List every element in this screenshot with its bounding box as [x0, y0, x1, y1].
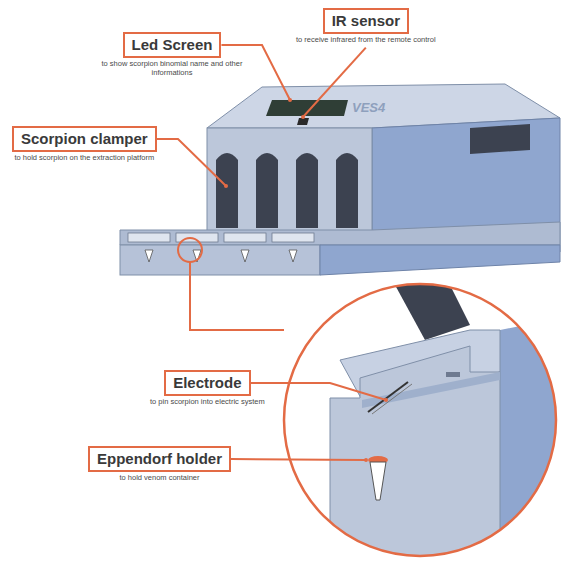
leader-line: [231, 459, 366, 460]
trays: [128, 233, 314, 242]
callout-title: Eppendorf holder: [88, 446, 231, 472]
callout-note: to pin scorpion into electric system: [148, 398, 267, 407]
tip: [145, 250, 153, 262]
leader-line: [251, 383, 387, 400]
housing-front: [207, 128, 372, 238]
callout-title: Led Screen: [123, 32, 222, 58]
leader-dot: [301, 115, 305, 119]
callout-box: Eppendorf holder to hold venom container: [88, 446, 231, 483]
platform-side: [320, 245, 560, 275]
clamper: [336, 153, 358, 228]
callout-title: Scorpion clamper: [12, 126, 157, 152]
callout-box: Led Screen to show scorpion binomial name…: [95, 32, 249, 77]
brand-label: VES4: [352, 100, 385, 115]
scorpion-clampers: [216, 153, 358, 228]
leader-dot: [364, 458, 368, 462]
eppendorf-tips: [145, 250, 297, 262]
leader-dot: [288, 98, 292, 102]
highlight-circle: [178, 238, 202, 262]
zoom-circle: [284, 284, 556, 556]
callout-box: Scorpion clamper to hold scorpion on the …: [12, 126, 157, 163]
clamper: [256, 153, 278, 228]
zoom-detail: [280, 285, 585, 562]
tray: [272, 233, 314, 242]
leader-dot: [384, 398, 388, 402]
callout-box: IR sensor to receive infrared from the re…: [294, 8, 438, 45]
callout-note: to receive infrared from the remote cont…: [294, 36, 438, 45]
clamper: [216, 153, 238, 228]
tray: [224, 233, 266, 242]
tip: [289, 250, 297, 262]
leader-dot: [224, 184, 228, 188]
ir-sensor: [297, 118, 309, 125]
clamper: [296, 153, 318, 228]
tray: [128, 233, 170, 242]
tip: [241, 250, 249, 262]
callout-note: to hold scorpion on the extraction platf…: [13, 154, 157, 163]
callout-title: IR sensor: [323, 8, 409, 34]
callout-box: Electrode to pin scorpion into electric s…: [148, 370, 267, 407]
leader-line: [157, 139, 226, 186]
callout-title: Electrode: [164, 370, 250, 396]
zoom-leader: [190, 262, 284, 330]
side-window: [470, 124, 530, 154]
platform-front: [120, 245, 320, 275]
callout-note: to show scorpion binomial name and other…: [95, 60, 249, 77]
platform-top: [120, 222, 560, 245]
callout-note: to hold venom container: [117, 474, 201, 483]
